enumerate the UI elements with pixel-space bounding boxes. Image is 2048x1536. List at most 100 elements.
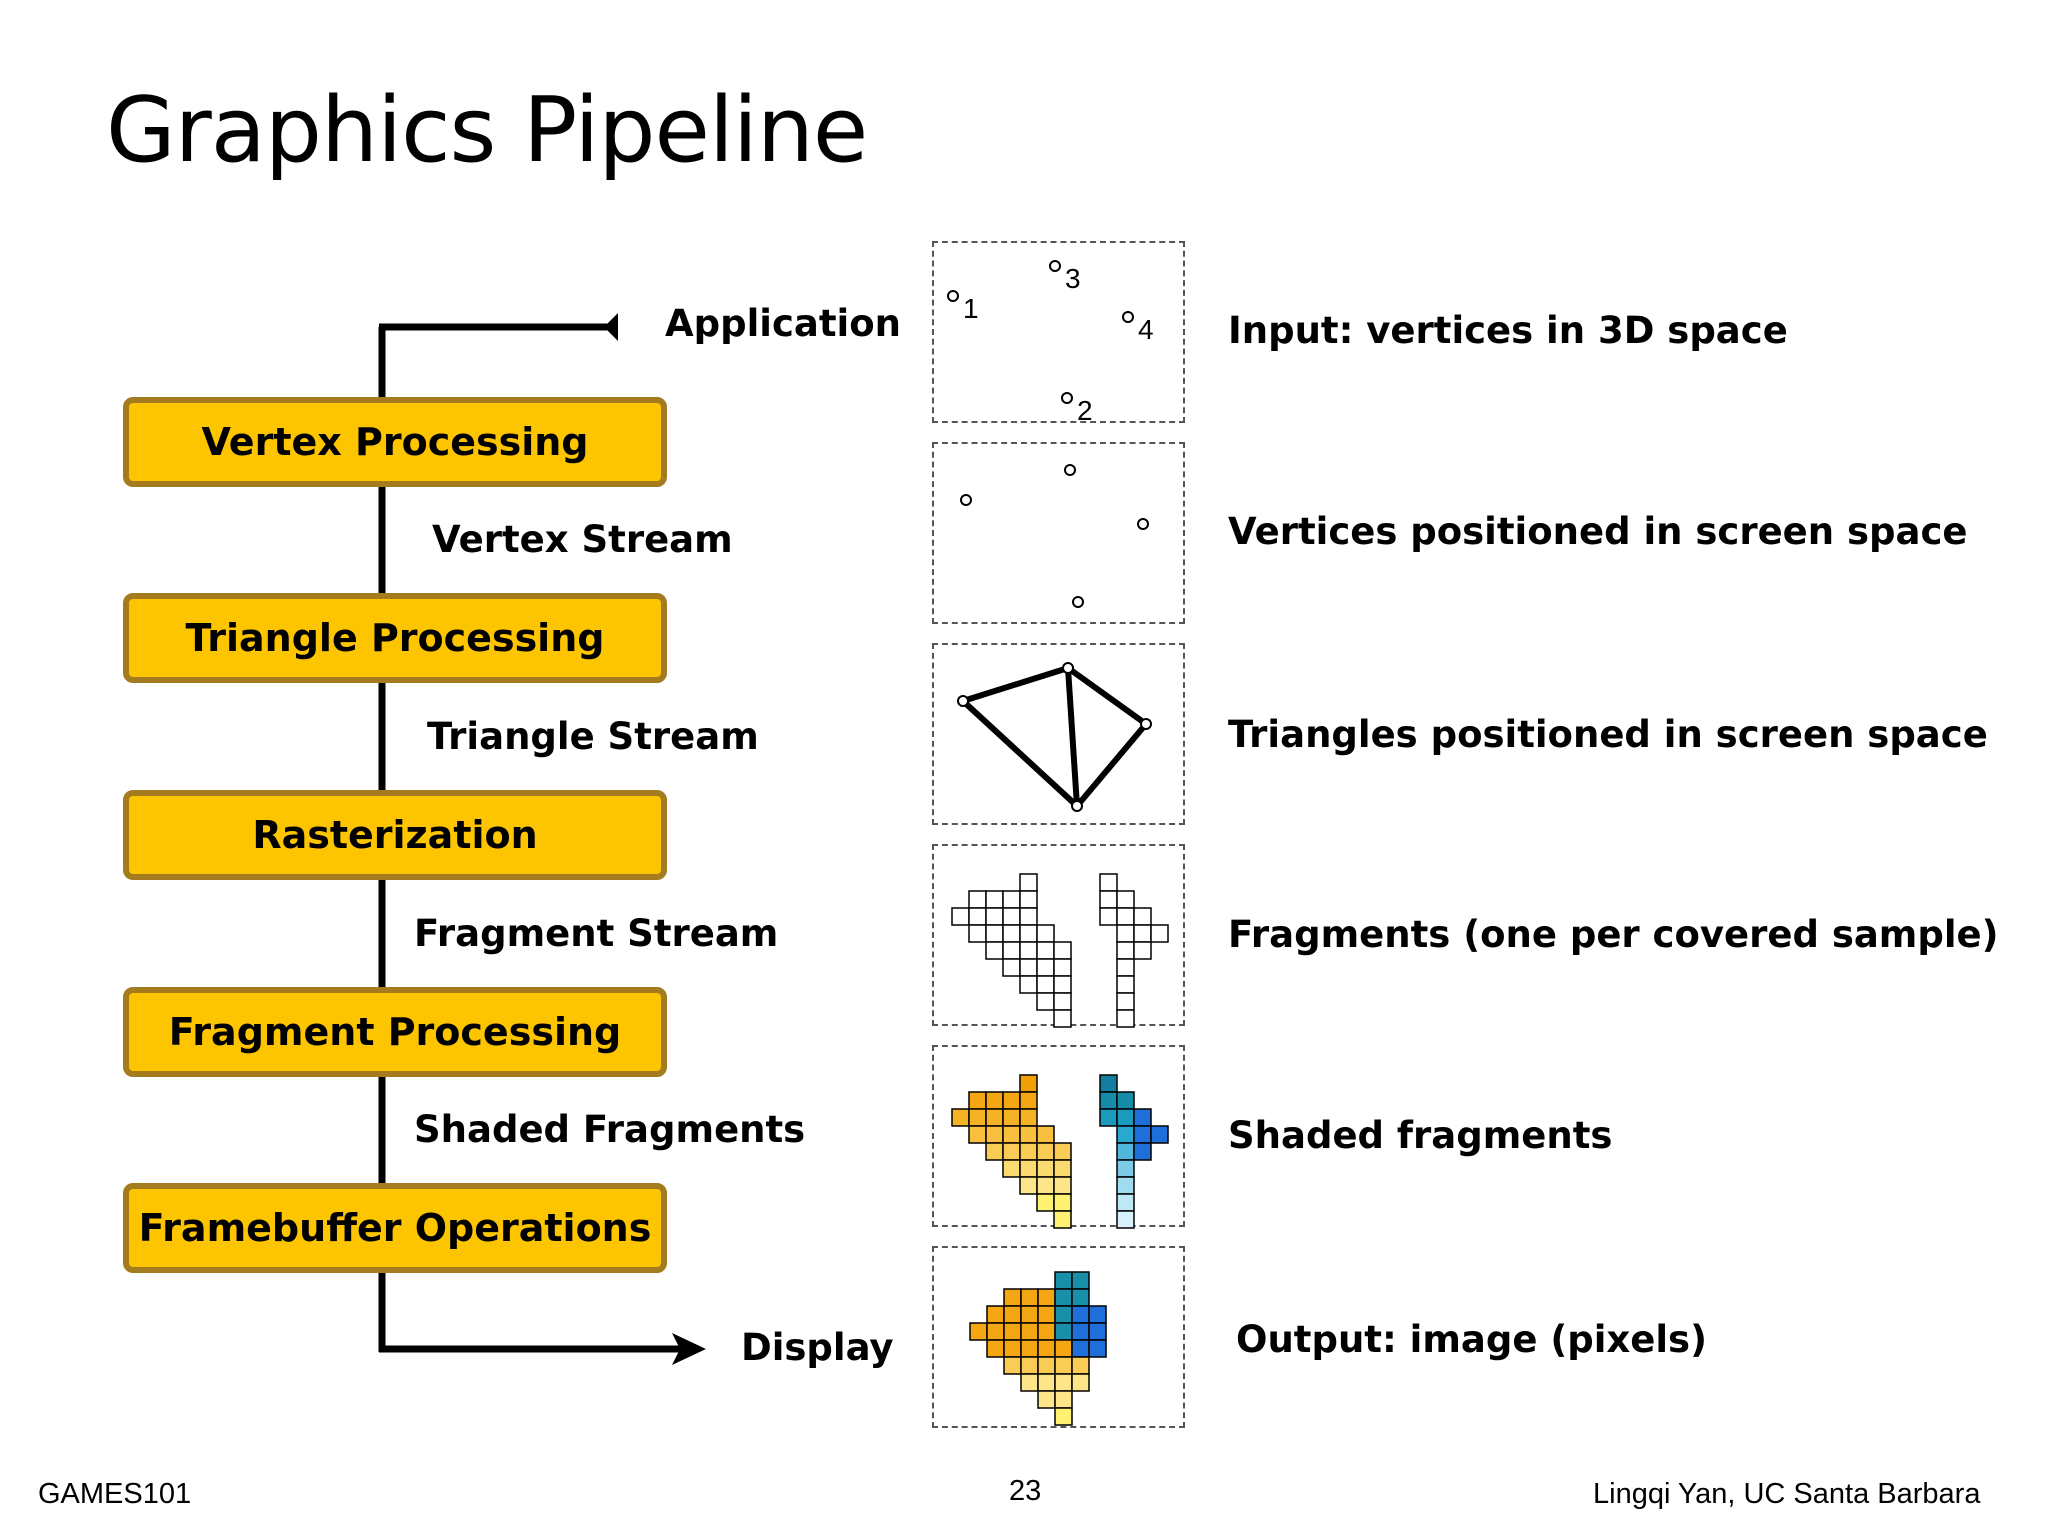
fragment <box>985 941 1004 960</box>
pixel <box>1071 1322 1090 1341</box>
pixel <box>1054 1339 1073 1358</box>
shaded-fragment <box>1002 1159 1021 1178</box>
shaded-fragment <box>1019 1159 1038 1178</box>
fragment <box>1002 890 1021 909</box>
stage-triangle-processing: Triangle Processing <box>123 593 667 683</box>
pixel <box>1020 1356 1039 1375</box>
pixel <box>1037 1390 1056 1409</box>
triangle-edge <box>960 665 1080 809</box>
pixel <box>1088 1339 1107 1358</box>
shaded-fragment <box>1019 1142 1038 1161</box>
panel-triangles <box>932 643 1185 825</box>
shaded-fragment <box>1053 1159 1072 1178</box>
vertices-3d-illustration: 1 2 3 4 <box>947 260 1154 425</box>
fragment <box>1002 907 1021 926</box>
fragments-illustration <box>951 873 1169 1028</box>
shaded-fragment <box>1036 1176 1055 1195</box>
fragment <box>1133 924 1152 943</box>
panel-fragments <box>932 844 1185 1028</box>
fragment <box>1150 924 1169 943</box>
fragment <box>968 890 987 909</box>
shaded-fragment <box>1116 1125 1135 1144</box>
fragment <box>1116 941 1135 960</box>
pixel <box>1037 1339 1056 1358</box>
fragment <box>1019 975 1038 994</box>
vertex-point <box>1071 800 1083 812</box>
description-fragments: Fragments (one per covered sample) <box>1228 913 1999 956</box>
pixel <box>1054 1288 1073 1307</box>
description-screen-vertices: Vertices positioned in screen space <box>1228 510 1968 553</box>
output-image-illustration <box>969 1271 1107 1426</box>
vertex-label-3: 3 <box>1065 263 1081 294</box>
stage-vertex-processing: Vertex Processing <box>123 397 667 487</box>
shaded-fragment <box>985 1125 1004 1144</box>
shaded-fragment <box>968 1108 987 1127</box>
pixel <box>969 1322 988 1341</box>
fragment <box>1019 958 1038 977</box>
fragment <box>1036 958 1055 977</box>
vertex-point <box>1061 392 1073 404</box>
shaded-fragment <box>1116 1193 1135 1212</box>
triangle-stream-label: Triangle Stream <box>427 715 759 758</box>
vertex-point <box>1122 311 1134 323</box>
vertex-point <box>1072 596 1084 608</box>
pixel <box>1020 1373 1039 1392</box>
pixel <box>1054 1356 1073 1375</box>
fragment <box>951 907 970 926</box>
vertex-point <box>1064 464 1076 476</box>
pixel <box>1071 1305 1090 1324</box>
fragment <box>1002 924 1021 943</box>
fragment <box>968 924 987 943</box>
shaded-fragment <box>1019 1108 1038 1127</box>
pixel <box>986 1339 1005 1358</box>
shaded-fragment <box>1150 1125 1169 1144</box>
shaded-fragment <box>1116 1142 1135 1161</box>
triangle-edge <box>1066 665 1149 808</box>
vertex-point <box>1137 518 1149 530</box>
shaded-fragment <box>1053 1210 1072 1229</box>
pixel <box>1003 1322 1022 1341</box>
pixel <box>1020 1339 1039 1358</box>
pixel <box>1088 1305 1107 1324</box>
shaded-fragment <box>1036 1142 1055 1161</box>
display-label: Display <box>741 1326 894 1369</box>
pixel <box>1037 1322 1056 1341</box>
fragment <box>1036 924 1055 943</box>
fragment <box>1053 975 1072 994</box>
footer-page-number: 23 <box>1009 1475 1042 1507</box>
fragment <box>968 907 987 926</box>
shaded-fragment <box>1019 1074 1038 1093</box>
description-triangles: Triangles positioned in screen space <box>1228 713 1988 756</box>
fragment <box>1019 890 1038 909</box>
fragment <box>1099 890 1118 909</box>
shaded-fragment <box>1019 1125 1038 1144</box>
pixel <box>1054 1407 1073 1426</box>
shaded-fragment <box>1133 1142 1152 1161</box>
vertex-point <box>960 494 972 506</box>
vertex-point <box>1049 260 1061 272</box>
pixel <box>1054 1390 1073 1409</box>
shaded-fragment <box>1036 1125 1055 1144</box>
pixel <box>1071 1356 1090 1375</box>
footer-author: Lingqi Yan, UC Santa Barbara <box>1593 1478 1981 1510</box>
description-input: Input: vertices in 3D space <box>1228 309 1788 352</box>
fragment <box>1053 941 1072 960</box>
fragment <box>985 924 1004 943</box>
pixel <box>1037 1305 1056 1324</box>
fragment <box>1116 958 1135 977</box>
shaded-fragment <box>1053 1193 1072 1212</box>
shaded-fragment <box>968 1091 987 1110</box>
shaded-fragment <box>1036 1159 1055 1178</box>
pixel <box>986 1305 1005 1324</box>
pixel <box>1071 1271 1090 1290</box>
pixel <box>1071 1373 1090 1392</box>
pixel <box>1071 1288 1090 1307</box>
fragment <box>1019 924 1038 943</box>
pixel <box>1003 1288 1022 1307</box>
page-title: Graphics Pipeline <box>106 78 868 183</box>
shaded-fragment <box>1133 1125 1152 1144</box>
stage-framebuffer-operations: Framebuffer Operations <box>123 1183 667 1273</box>
fragment <box>1116 907 1135 926</box>
shaded-fragment <box>1133 1108 1152 1127</box>
fragment <box>1116 992 1135 1011</box>
